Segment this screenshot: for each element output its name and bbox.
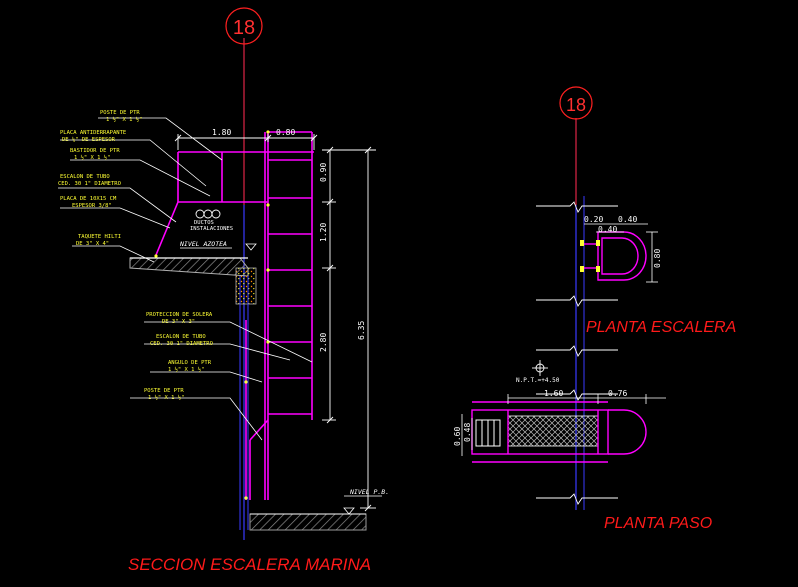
dim-pp-h2: 0.48	[463, 423, 472, 442]
callout-escalon-top: ESCALON DE TUBO CED. 30 1" DIAMETRO	[58, 174, 121, 187]
dim-pp-w2: 0.76	[608, 389, 627, 398]
callout-proteccion: PROTECCION DE SOLERA DE 3" X 3"	[146, 312, 213, 325]
svg-text:CED. 30 1" DIAMETRO: CED. 30 1" DIAMETRO	[58, 181, 121, 187]
plan-escalera-dims	[584, 223, 658, 283]
title-planta-escalera: PLANTA ESCALERA	[586, 319, 736, 336]
callout-poste-top: POSTE DE PTR 1 ½" X 1 ½"	[100, 110, 142, 123]
svg-text:1 ½" X 1 ½": 1 ½" X 1 ½"	[148, 394, 184, 401]
npt-label: N.P.T.=+4.50	[516, 377, 560, 384]
svg-text:ESCALON DE TUBO: ESCALON DE TUBO	[60, 174, 110, 180]
callout-angulo: ANGULO DE PTR 1 ½" X 1 ½"	[168, 360, 212, 373]
svg-text:DE ¼" DE ESPESOR: DE ¼" DE ESPESOR	[62, 137, 116, 143]
title-seccion: SECCION ESCALERA MARINA	[128, 555, 371, 574]
dim-pe-c: 0.40	[598, 225, 617, 234]
planta-escalera: 18 0.20 0.40 0.40 0.80	[536, 86, 662, 510]
paso-dims	[461, 394, 666, 456]
svg-text:TAQUETE HILTI: TAQUETE HILTI	[78, 234, 121, 240]
callout-poste-bottom: POSTE DE PTR 1 ½" X 1 ½"	[144, 388, 184, 401]
ducts-symbol	[195, 209, 221, 219]
dim-v2: 1.20	[319, 223, 328, 242]
svg-text:PLACA ANTIDERRAPANTE: PLACA ANTIDERRAPANTE	[60, 130, 126, 136]
title-planta-paso: PLANTA PASO	[604, 515, 712, 532]
callout-bastidor: BASTIDOR DE PTR 1 ½" X 1 ½"	[70, 148, 120, 161]
svg-text:PLACA DE 10X15 CM: PLACA DE 10X15 CM	[60, 196, 117, 202]
dim-v3: 2.80	[319, 333, 328, 352]
level-label-azotea: NIVEL AZOTEA	[179, 240, 227, 248]
dim-pe-d: 0.80	[653, 249, 662, 268]
dim-pe-a: 0.20	[584, 215, 603, 224]
svg-text:ANGULO DE PTR: ANGULO DE PTR	[168, 360, 212, 366]
walkway-plan	[471, 401, 647, 463]
ladder-bolts	[154, 130, 270, 500]
ladder-plan	[582, 231, 647, 281]
callout-taquete: TAQUETE HILTI DE 3" X 4"	[76, 234, 121, 247]
callout-placa-antiderrapante: PLACA ANTIDERRAPANTE DE ¼" DE ESPESOR	[60, 130, 126, 143]
svg-text:CED. 30 1" DIAMETRO: CED. 30 1" DIAMETRO	[150, 341, 213, 347]
svg-text:18: 18	[233, 17, 255, 39]
svg-text:1 ½" X 1 ½": 1 ½" X 1 ½"	[106, 116, 142, 123]
callout-placa-10x15: PLACA DE 10X15 CM ESPESOR 3/8"	[60, 196, 117, 209]
ladder-frame	[155, 131, 314, 500]
svg-text:ESCALON DE TUBO: ESCALON DE TUBO	[156, 334, 206, 340]
planta-paso: N.P.T.=+4.50	[453, 360, 666, 505]
svg-text:1 ½" X 1 ½": 1 ½" X 1 ½"	[74, 154, 110, 161]
svg-text:DE 3" X 3": DE 3" X 3"	[162, 319, 195, 325]
plan-bolts	[580, 240, 600, 272]
axis-bubble-right: 18	[559, 86, 593, 120]
svg-text:DE 3" X 4": DE 3" X 4"	[76, 241, 109, 247]
callout-escalon-mid: ESCALON DE TUBO CED. 30 1" DIAMETRO	[150, 334, 213, 347]
npt-marker	[532, 360, 548, 376]
leader-lines	[58, 117, 313, 441]
top-dimension	[174, 134, 318, 150]
svg-text:BASTIDOR DE PTR: BASTIDOR DE PTR	[70, 148, 120, 154]
paso-break-lines	[536, 389, 618, 505]
section-view: 18	[58, 7, 389, 540]
svg-text:DUCTOS: DUCTOS	[194, 220, 214, 226]
dim-total: 6.35	[357, 321, 366, 340]
svg-text:1 ½" X 1 ½": 1 ½" X 1 ½"	[168, 366, 204, 373]
roof-slab	[129, 257, 257, 305]
dim-v1: 0.90	[319, 163, 328, 182]
wall-break-lines	[536, 201, 618, 357]
dim-pp-w1: 1.60	[544, 389, 563, 398]
svg-text:POSTE DE PTR: POSTE DE PTR	[100, 110, 140, 116]
dim-pe-b: 0.40	[618, 215, 637, 224]
dim-top-left: 1.80	[212, 128, 231, 137]
dim-top-right: 0.80	[276, 128, 295, 137]
dim-pp-h1: 0.60	[453, 427, 462, 446]
svg-text:PROTECCION DE SOLERA: PROTECCION DE SOLERA	[146, 312, 213, 318]
svg-text:18: 18	[566, 95, 586, 115]
svg-text:POSTE DE PTR: POSTE DE PTR	[144, 388, 184, 394]
svg-text:INSTALACIONES: INSTALACIONES	[190, 226, 233, 232]
svg-text:ESPESOR 3/8": ESPESOR 3/8"	[72, 203, 112, 209]
ground-slab	[249, 513, 367, 531]
level-label-pb: NIVEL P.B.	[349, 488, 389, 496]
axis-bubble-left: 18	[225, 7, 263, 45]
vertical-dimension	[322, 146, 376, 512]
